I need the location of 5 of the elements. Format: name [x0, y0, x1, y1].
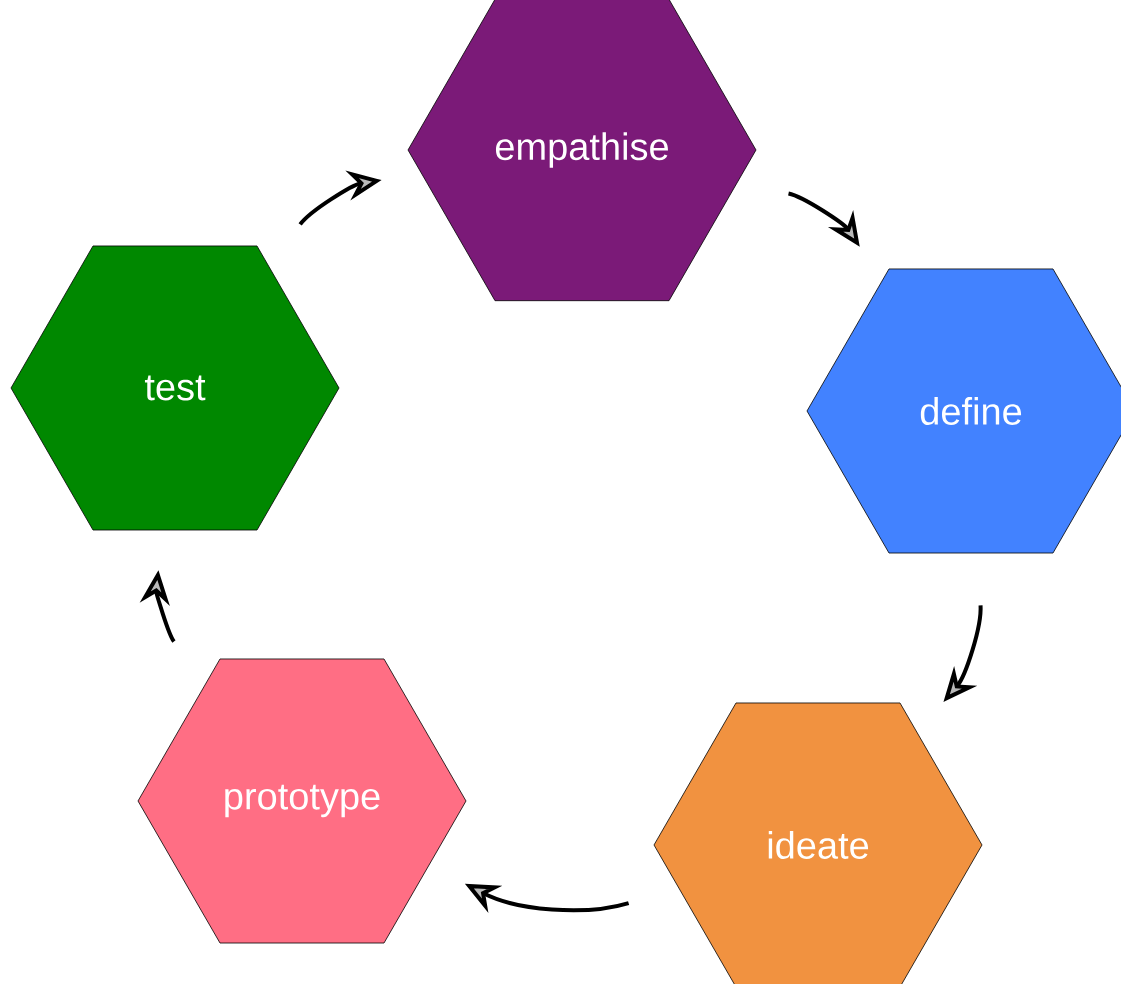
hexagon: test	[10, 245, 340, 531]
hexagon: empathise	[407, 0, 757, 302]
hexagon: define	[806, 268, 1121, 554]
hexagon: ideate	[653, 702, 983, 984]
hexagon: prototype	[137, 658, 467, 944]
